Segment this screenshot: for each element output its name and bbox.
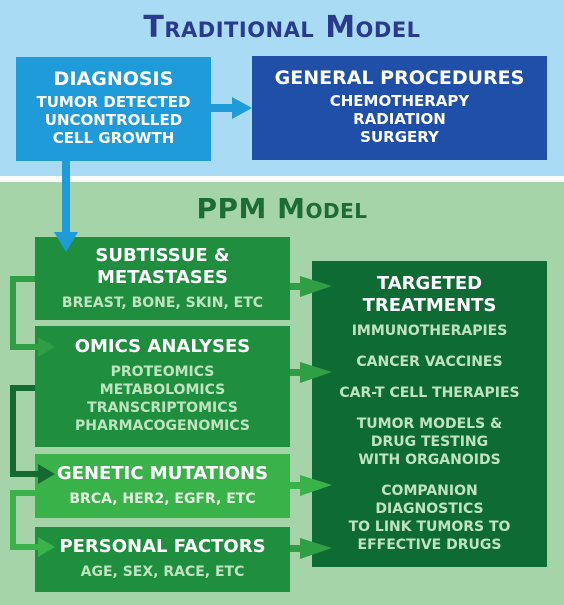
procedure-line: SURGERY — [360, 128, 439, 146]
general-procedures-title: GENERAL PROCEDURES — [274, 67, 525, 89]
treatment-item: CAR-T CELL THERAPIES — [339, 385, 520, 401]
treatment-item: TUMOR MODELS & — [356, 416, 503, 432]
omics-line: METABOLOMICS — [99, 382, 226, 398]
targeted-title: TREATMENTS — [362, 295, 497, 316]
subtissue-title: SUBTISSUE & — [95, 245, 230, 266]
general-procedures-box: GENERAL PROCEDURES CHEMOTHERAPY RADIATIO… — [252, 56, 547, 160]
subtissue-metastases-box: SUBTISSUE & METASTASES BREAST, BONE, SKI… — [35, 237, 290, 320]
diagnosis-box: DIAGNOSIS TUMOR DETECTED UNCONTROLLED CE… — [16, 57, 211, 161]
diagnosis-line: TUMOR DETECTED — [36, 93, 191, 111]
treatment-item: IMMUNOTHERAPIES — [351, 323, 508, 339]
treatment-item: CANCER VACCINES — [356, 354, 503, 370]
subtissue-line: BREAST, BONE, SKIN, ETC — [61, 295, 264, 311]
treatment-item: COMPANION — [381, 483, 478, 499]
targeted-title: TARGETED — [376, 273, 483, 294]
omics-line: PHARMACOGENOMICS — [75, 418, 250, 434]
diagnosis-line: UNCONTROLLED — [44, 111, 183, 129]
treatment-item: WITH ORGANOIDS — [358, 452, 501, 468]
traditional-model-title: Traditional Model — [143, 10, 421, 45]
personal-line: AGE, SEX, RACE, ETC — [80, 564, 245, 580]
diagnosis-line: CELL GROWTH — [52, 129, 175, 147]
panel-divider — [0, 176, 564, 182]
omics-analyses-box: OMICS ANALYSES PROTEOMICS METABOLOMICS T… — [35, 326, 290, 447]
ppm-model-title: PPM Model — [196, 192, 368, 225]
targeted-treatments-box: TARGETED TREATMENTS IMMUNOTHERAPIES CANC… — [312, 261, 547, 567]
omics-line: PROTEOMICS — [110, 364, 215, 380]
treatment-item: TO LINK TUMORS TO — [348, 519, 511, 535]
treatment-item: DRUG TESTING — [370, 434, 489, 450]
omics-title: OMICS ANALYSES — [74, 336, 251, 357]
treatment-item: DIAGNOSTICS — [375, 501, 484, 517]
treatment-item: EFFECTIVE DRUGS — [357, 537, 502, 553]
diagnosis-title: DIAGNOSIS — [53, 68, 174, 90]
subtissue-title: METASTASES — [96, 267, 229, 288]
procedure-line: RADIATION — [353, 110, 446, 128]
genetic-line: BRCA, HER2, EGFR, ETC — [69, 491, 256, 507]
genetic-mutations-box: GENETIC MUTATIONS BRCA, HER2, EGFR, ETC — [35, 454, 290, 518]
personal-title: PERSONAL FACTORS — [59, 536, 266, 557]
omics-line: TRANSCRIPTOMICS — [87, 400, 238, 416]
genetic-title: GENETIC MUTATIONS — [56, 463, 269, 484]
procedure-line: CHEMOTHERAPY — [329, 92, 470, 110]
personal-factors-box: PERSONAL FACTORS AGE, SEX, RACE, ETC — [35, 527, 290, 592]
